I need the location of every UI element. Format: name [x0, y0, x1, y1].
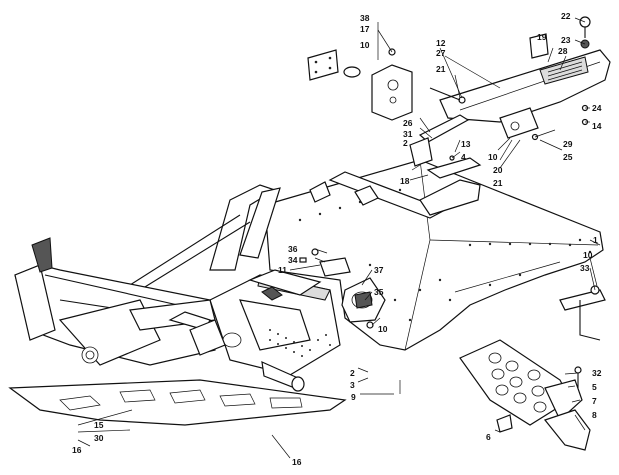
callout-13: 13 [461, 139, 471, 149]
callout-24: 24 [592, 103, 602, 113]
callout-14: 14 [592, 121, 602, 131]
callout-26: 26 [403, 118, 413, 128]
callout-10: 10 [488, 152, 498, 162]
callout-29: 29 [563, 139, 573, 149]
callout-21: 21 [493, 178, 503, 188]
callout-2: 2 [350, 368, 355, 378]
dash-upper-bracket [307, 48, 413, 121]
callout-25: 25 [563, 152, 573, 162]
callout-7: 7 [592, 396, 597, 406]
callout-19: 19 [537, 32, 547, 42]
callout-37: 37 [374, 265, 384, 275]
callout-3: 3 [350, 380, 355, 390]
callout-32: 32 [592, 368, 602, 378]
callout-10: 10 [583, 250, 593, 260]
callout-2: 2 [403, 138, 408, 148]
callout-36: 36 [288, 244, 298, 254]
callout-12: 12 [436, 38, 446, 48]
callout-23: 23 [561, 35, 571, 45]
footrest-panel [459, 285, 606, 451]
callout-20: 20 [493, 165, 503, 175]
callout-28: 28 [558, 46, 568, 56]
callout-22: 22 [561, 11, 571, 21]
callout-4: 4 [461, 152, 466, 162]
callout-8: 8 [592, 410, 597, 420]
callout-6: 6 [486, 432, 491, 442]
callout-10: 10 [360, 40, 370, 50]
latch-assembly [409, 114, 482, 216]
callout-16: 16 [292, 457, 302, 467]
bulkhead-holes [269, 329, 331, 357]
grip-slots [547, 61, 583, 81]
callout-5: 5 [592, 382, 597, 392]
callout-10: 10 [378, 324, 388, 334]
callout-35: 35 [374, 287, 384, 297]
callout-38: 38 [360, 13, 370, 23]
steering-mount-bracket [299, 248, 386, 329]
leader-lines [77, 17, 601, 459]
callout-1: 1 [593, 235, 598, 245]
callout-11: 11 [278, 265, 287, 275]
callout-21: 21 [436, 64, 446, 74]
callout-33: 33 [580, 263, 590, 273]
callout-9: 9 [351, 392, 356, 402]
callout-labels: 38 17 10 19 22 23 12 27 28 21 24 14 26 3… [72, 11, 602, 467]
footrest-holes [488, 352, 547, 413]
callout-34: 34 [288, 255, 298, 265]
callout-31: 31 [403, 129, 413, 139]
steering-support-assembly [429, 16, 611, 141]
callout-27: 27 [436, 48, 446, 58]
callout-30: 30 [94, 433, 104, 443]
callout-15: 15 [94, 420, 104, 430]
callout-16: 16 [72, 445, 82, 455]
callout-18: 18 [400, 176, 410, 186]
callout-17: 17 [360, 24, 370, 34]
